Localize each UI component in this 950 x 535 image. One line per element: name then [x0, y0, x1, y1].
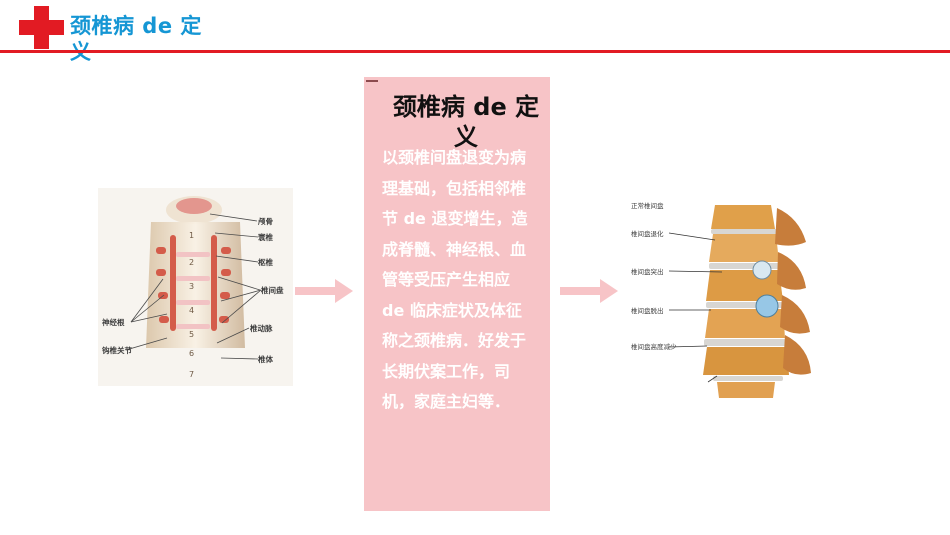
- label-atlas: 寰椎: [257, 232, 273, 242]
- header-divider: [0, 50, 950, 53]
- label-disc-degeneration: 椎间盘退化: [631, 229, 664, 238]
- label-joint: 钩椎关节: [102, 345, 132, 355]
- page-title: 颈椎病 de 定义: [70, 14, 202, 64]
- cervical-spine-diagram: 1 2 3 4 5 6 7 颅骨 寰椎 枢椎 椎间盘 神经根 钩椎关节 椎动脉 …: [98, 188, 293, 386]
- vertebra-number-1: 1: [189, 231, 194, 240]
- right-arrow-icon: [560, 279, 618, 303]
- red-cross-icon: [19, 6, 64, 49]
- card-body: 以颈椎间盘退变为病理基础，包括相邻椎节 de 退变增生，造成脊髓、神经根、血管等…: [382, 148, 528, 411]
- definition-card: [364, 77, 550, 511]
- right-arrow-icon: [295, 279, 353, 303]
- disc-degeneration-diagram: 正常椎间盘 椎间盘退化 椎间盘突出 椎间盘脱出 椎间盘高度减少: [623, 198, 820, 398]
- vertebra-number-7: 7: [189, 370, 194, 379]
- label-disc-bulge: 椎间盘突出: [631, 267, 664, 276]
- label-artery: 椎动脉: [249, 323, 273, 333]
- card-title: 颈椎病 de 定义: [392, 93, 540, 151]
- label-disc-height-loss: 椎间盘高度减少: [631, 342, 677, 351]
- vertebra-number-3: 3: [189, 282, 194, 291]
- card-corner-mark: [366, 80, 378, 82]
- vertebra-number-4: 4: [189, 306, 194, 315]
- label-skull: 颅骨: [258, 216, 273, 226]
- vertebra-number-5: 5: [189, 330, 194, 339]
- vertebra-number-6: 6: [189, 349, 194, 358]
- label-disc-prolapse: 椎间盘脱出: [631, 306, 664, 315]
- label-axis: 枢椎: [258, 257, 273, 267]
- label-vertebral-body: 椎体: [257, 354, 273, 364]
- label-disc: 椎间盘: [260, 285, 284, 295]
- vertebra-number-2: 2: [189, 258, 194, 267]
- label-normal-disc: 正常椎间盘: [631, 201, 664, 210]
- label-nerve: 神经根: [102, 317, 125, 327]
